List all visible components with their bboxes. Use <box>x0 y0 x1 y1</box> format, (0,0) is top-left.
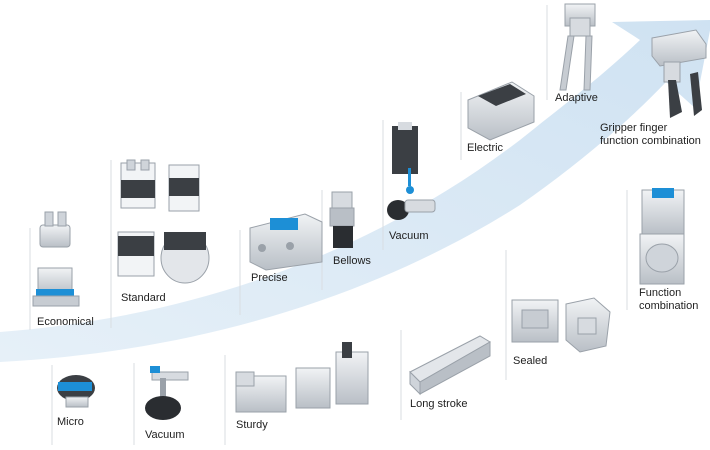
label-standard: Standard <box>121 292 166 304</box>
label-gripper-finger-line2: function combination <box>600 135 701 147</box>
label-function-combination-line2: combination <box>639 300 699 312</box>
precise-gripper-image <box>249 213 323 271</box>
function-combination-image <box>639 188 685 285</box>
label-precise: Precise <box>251 272 288 284</box>
growth-arrow <box>0 20 710 362</box>
label-vacuum-high: Vacuum <box>389 230 429 242</box>
economical-gripper-image <box>32 211 80 307</box>
label-bellows: Bellows <box>333 255 371 267</box>
label-function-combination-line1: Function <box>639 287 682 299</box>
label-sturdy: Sturdy <box>236 419 268 431</box>
bellows-gripper-image <box>329 191 355 248</box>
long-stroke-gripper-image <box>409 335 491 396</box>
sealed-gripper-images <box>511 297 611 353</box>
label-electric: Electric <box>467 142 504 154</box>
label-long-stroke: Long stroke <box>410 398 468 410</box>
vacuum-suction-cup-image <box>145 366 189 420</box>
micro-gripper-image <box>57 375 95 408</box>
label-vacuum-low: Vacuum <box>145 429 185 441</box>
adaptive-gripper-image <box>559 3 596 91</box>
electric-gripper-image <box>467 81 535 141</box>
label-sealed: Sealed <box>513 355 548 367</box>
label-micro: Micro <box>57 416 84 428</box>
gripper-finger-combination-image <box>651 29 707 118</box>
sturdy-gripper-images <box>235 342 369 413</box>
standard-gripper-images <box>117 159 210 284</box>
vacuum-ejector-image <box>387 122 436 220</box>
label-economical: Economical <box>37 316 94 328</box>
label-gripper-finger-line1: Gripper finger <box>600 122 668 134</box>
timeline-dividers <box>29 5 628 445</box>
label-adaptive: Adaptive <box>555 92 598 104</box>
